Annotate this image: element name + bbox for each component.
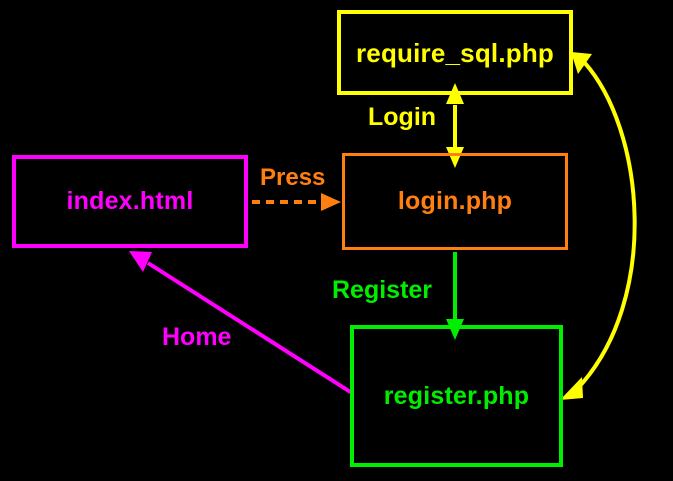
arrowhead-down-icon: [446, 319, 464, 340]
arrowhead-right-icon: [321, 193, 341, 211]
node-label: login.php: [397, 187, 513, 215]
arrowhead-down-icon: [446, 147, 464, 168]
node-label: require_sql.php: [355, 37, 555, 68]
node-login-php[interactable]: login.php: [342, 153, 568, 250]
edge-label-home: Home: [162, 323, 232, 351]
node-index-html[interactable]: index.html: [12, 155, 248, 248]
edge-label-login: Login: [368, 103, 437, 131]
edge-press: [252, 193, 341, 211]
node-label: index.html: [66, 187, 194, 215]
arrowhead-upleft-icon: [571, 52, 592, 74]
edge-register: [446, 252, 464, 340]
arrowhead-upleft-icon: [129, 251, 152, 272]
arrowhead-downleft-icon: [560, 377, 583, 400]
edge-label-press: Press: [260, 164, 326, 191]
node-register-php[interactable]: register.php: [350, 325, 563, 467]
node-label: register.php: [383, 381, 530, 410]
edge-home: [129, 251, 354, 395]
edge-label-register: Register: [332, 276, 433, 304]
edge-sql-link: [560, 52, 637, 400]
node-require-sql-php[interactable]: require_sql.php: [337, 10, 573, 95]
